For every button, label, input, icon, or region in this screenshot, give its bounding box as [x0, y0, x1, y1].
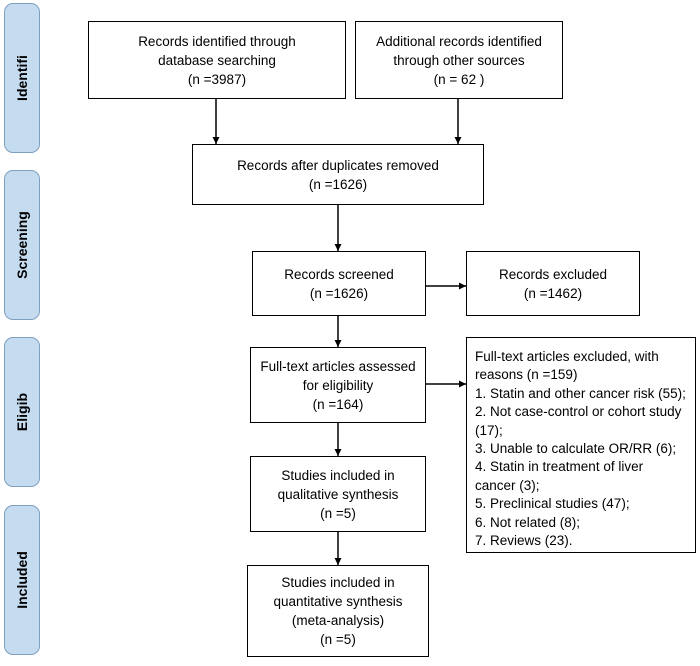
text-line: Records identified through	[138, 33, 296, 49]
box-quantitative-synthesis: Studies included in quantitative synthes…	[247, 565, 429, 657]
text-line: Records excluded	[498, 266, 608, 282]
box-database-records: Records identified through database sear…	[88, 21, 346, 99]
text-line: Full-text articles excluded, with	[475, 349, 659, 364]
text-line: reasons (n =159)	[475, 367, 578, 383]
text-line: quantitative synthesis	[273, 594, 403, 609]
box-records-excluded: Records excluded (n =1462)	[466, 251, 640, 316]
text-line: Studies included in	[281, 467, 395, 483]
text-line: Records screened	[284, 266, 394, 282]
box-records-screened: Records screened (n =1626)	[252, 251, 426, 316]
text-line: (17);	[475, 422, 503, 438]
text-line: (n =1626)	[309, 285, 369, 301]
stage-screening: Screening	[4, 170, 40, 320]
text-line: (n =1462)	[523, 285, 583, 301]
box-fulltext-assessed: Full-text articles assessed for eligibil…	[250, 347, 426, 423]
text-line: cancer (3);	[475, 477, 540, 493]
text-line: Studies included in	[281, 575, 395, 590]
text-line: 4. Statin in treatment of liver	[475, 459, 644, 475]
text-line: (meta-analysis)	[291, 613, 385, 628]
box-duplicates-removed: Records after duplicates removed (n =162…	[192, 144, 484, 205]
text-line: database searching	[158, 52, 276, 68]
text-line: 1. Statin and other cancer risk (55);	[475, 385, 686, 401]
text-line: (n = 62 )	[433, 71, 485, 87]
text-line: Full-text articles assessed	[260, 358, 416, 374]
text-line: Additional records identified	[376, 33, 542, 49]
text-line: (n =3987)	[187, 71, 247, 87]
text-line: qualitative synthesis	[277, 486, 399, 502]
stage-eligibility: Eligib	[4, 337, 40, 487]
text-line: Records after duplicates removed	[237, 157, 439, 173]
text-line: through other sources	[393, 52, 525, 68]
stage-identification: Identifi	[4, 3, 40, 153]
text-line: (n =5)	[320, 505, 356, 521]
text-line: (n =164)	[312, 396, 364, 412]
box-other-sources: Additional records identified through ot…	[355, 21, 563, 99]
text-line: 3. Unable to calculate OR/RR (6);	[475, 441, 677, 457]
box-fulltext-excluded: Full-text articles excluded, with reason…	[466, 337, 696, 553]
text-line: for eligibility	[302, 377, 374, 393]
stage-included: Included	[4, 505, 40, 655]
text-line: 6. Not related (8);	[475, 514, 581, 530]
box-qualitative-synthesis: Studies included in qualitative synthesi…	[250, 456, 426, 532]
text-line: 5. Preclinical studies (47);	[475, 496, 630, 512]
text-line: (n =5)	[320, 632, 356, 647]
text-line: (n =1626)	[308, 176, 368, 192]
text-line: 2. Not case-control or cohort study	[475, 404, 682, 420]
text-line: 7. Reviews (23).	[475, 533, 573, 549]
